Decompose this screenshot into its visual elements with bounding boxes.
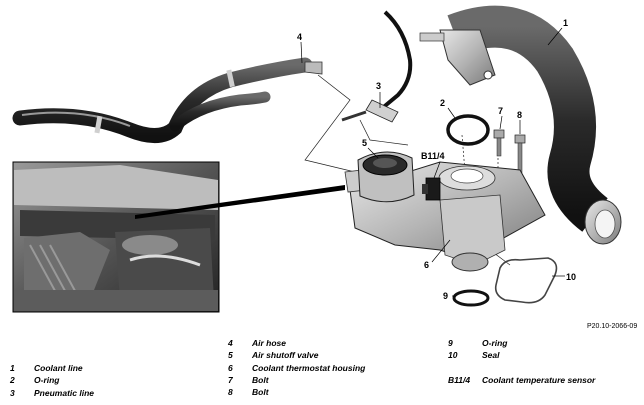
legend-number: 7 (228, 374, 233, 385)
legend-number: 3 (10, 387, 15, 398)
callout-8: 8 (517, 110, 522, 120)
seal (494, 257, 558, 304)
pneumatic-line (341, 10, 413, 123)
callout-4: 4 (297, 32, 302, 42)
legend-text: O-ring (34, 375, 60, 386)
callout-2: 2 (440, 98, 445, 108)
legend-number: 1 (10, 363, 15, 373)
legend-text (482, 362, 484, 374)
legend-number: 4 (228, 338, 233, 348)
legend-item: 1 Coolant line (10, 362, 94, 374)
legend-text: Seal (482, 350, 500, 361)
coolant-temperature-sensor (422, 177, 441, 201)
callout-7: 7 (498, 106, 503, 116)
legend-item: 9 O-ring (448, 337, 595, 349)
legend-text: Coolant line (34, 363, 83, 373)
o-ring-bottom (452, 289, 490, 307)
air-hose (12, 57, 323, 143)
callout-10: 10 (566, 272, 576, 282)
legend-item: 8 Bolt (228, 386, 365, 398)
callout-1: 1 (563, 18, 568, 28)
legend-text: Coolant temperature sensor (482, 374, 596, 385)
legend-item: 7 Bolt (228, 374, 365, 386)
legend-number: 8 (228, 387, 233, 398)
legend-spacer (448, 362, 595, 374)
legend-text: Pneumatic line (34, 387, 94, 398)
callout-5: 5 (362, 138, 367, 148)
bolt-8 (514, 134, 526, 174)
callout-b11-4: B11/4 (421, 151, 445, 161)
legend-number: 9 (448, 338, 453, 348)
legend-number (448, 362, 482, 374)
legend-number: 6 (228, 362, 233, 373)
legend-item: B11/4 Coolant temperature sensor (448, 374, 595, 386)
bolt-7 (493, 129, 505, 157)
legend-item: 4 Air hose (228, 337, 365, 349)
legend-number: 5 (228, 350, 233, 361)
legend-column-2: 4 Air hose 5 Air shutoff valve 6 Coolant th… (228, 337, 365, 398)
legend-item: 2 O-ring (10, 374, 94, 386)
coolant-line (419, 5, 622, 245)
legend-text: O-ring (482, 338, 508, 348)
legend-item: 3 Pneumatic line (10, 387, 94, 399)
legend-item: 6 Coolant thermostat housing (228, 362, 365, 374)
legend-text: Bolt (252, 374, 269, 385)
engine-bay-photo (12, 161, 220, 313)
legend-number: B11/4 (448, 374, 471, 385)
callout-6: 6 (424, 260, 429, 270)
callout-3: 3 (376, 81, 381, 91)
legend-item: 5 Air shutoff valve (228, 349, 365, 361)
figure-reference: P20.10-2066-09 (587, 323, 638, 330)
legend-number: 10 (448, 350, 458, 361)
o-ring-top (446, 114, 490, 146)
legend-text: Air hose (252, 338, 287, 348)
exploded-parts-diagram: 1 2 3 4 5 6 7 8 9 10 B11/4 (12, 5, 622, 313)
photo-pointer (135, 185, 345, 219)
air-shutoff-valve (357, 151, 415, 203)
legend-number: 2 (10, 375, 15, 386)
callout-9: 9 (443, 291, 448, 301)
legend-column-1: 1 Coolant line 2 O-ring 3 Pneumatic line (10, 362, 94, 399)
legend-text: Air shutoff valve (252, 350, 319, 361)
legend-column-3: 9 O-ring 10 Seal B11/4 Coolant temperature … (448, 337, 595, 386)
callout-leaders (300, 27, 565, 297)
legend-text: Coolant thermostat housing (252, 362, 366, 373)
legend-item: 10 Seal (448, 349, 595, 361)
legend-text: Bolt (252, 387, 269, 398)
